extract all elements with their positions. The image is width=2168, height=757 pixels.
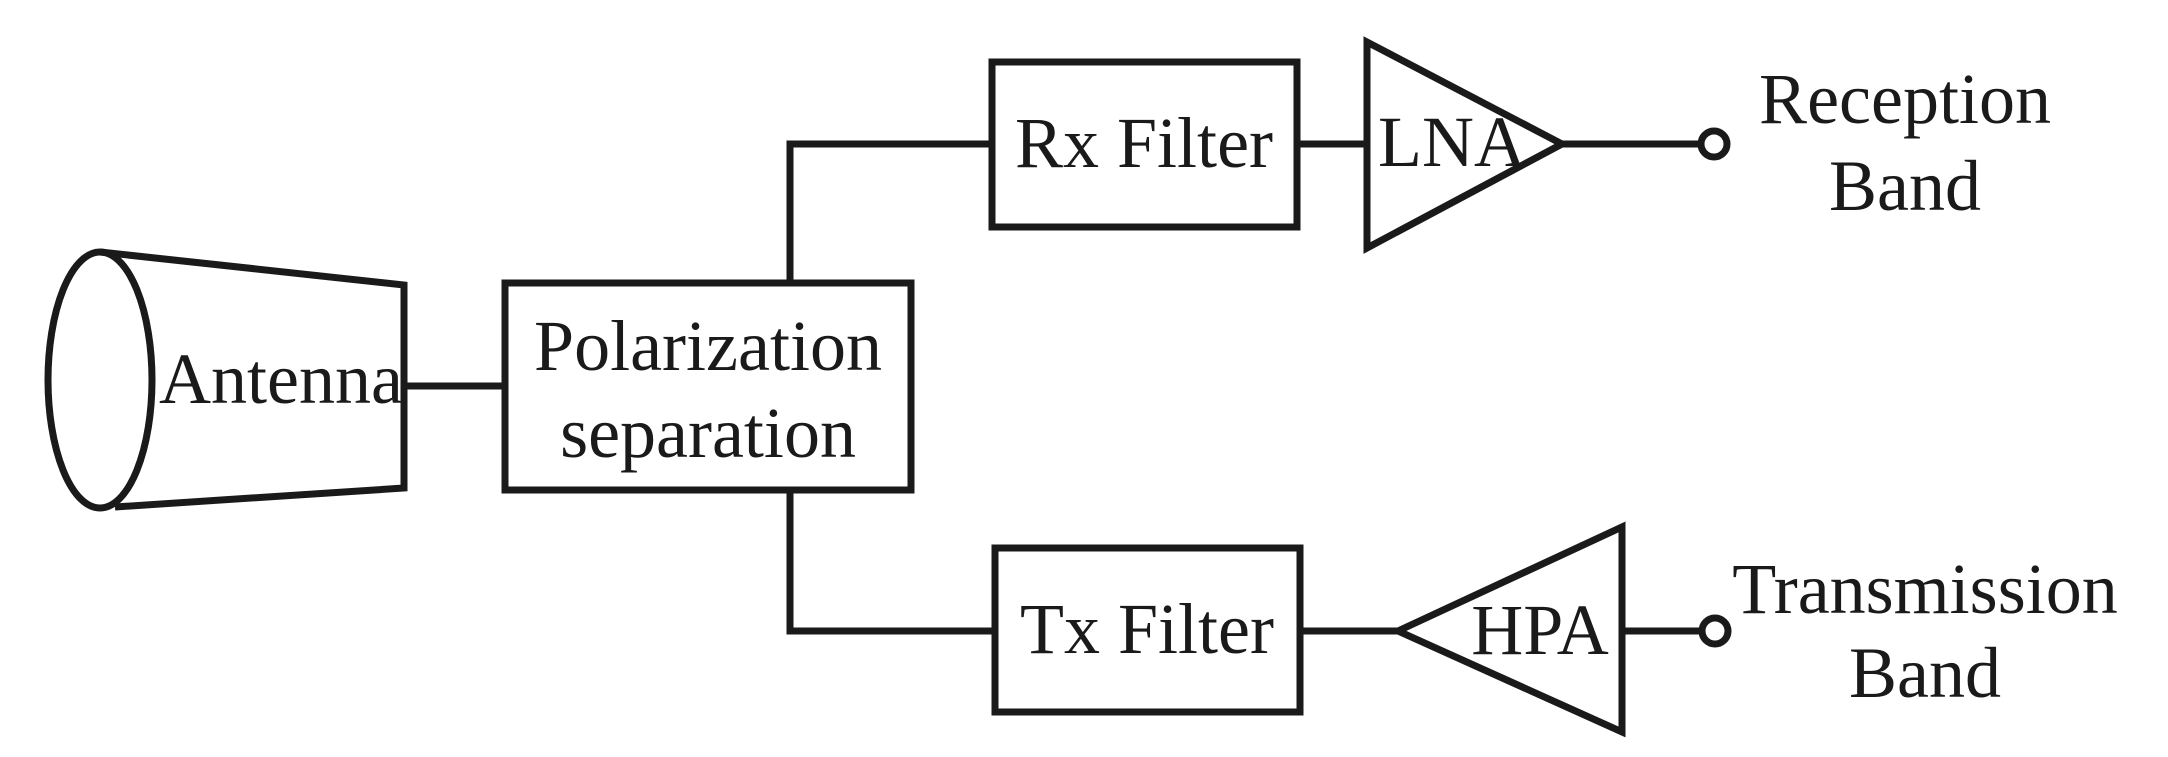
polarization-label-line2: separation: [560, 393, 856, 473]
polarization-to-tx-filter-line: [786, 490, 995, 635]
diagram-labels: Antenna Polarization separation Rx Filte…: [159, 59, 2118, 713]
rx-filter-label: Rx Filter: [1015, 103, 1273, 183]
reception-band-label-line2: Band: [1829, 146, 1981, 226]
diagram-strokes: [44, 36, 1732, 738]
polarization-label-line1: Polarization: [534, 306, 882, 386]
tx-filter-label: Tx Filter: [1020, 589, 1274, 669]
reception-terminal-circle: [1697, 127, 1731, 161]
reception-band-label-line1: Reception: [1759, 59, 2051, 139]
transmission-band-label-line2: Band: [1849, 633, 2001, 713]
polarization-separation-box: [501, 279, 915, 494]
lna-label: LNA: [1378, 102, 1526, 182]
transmission-terminal-circle: [1698, 614, 1732, 648]
antenna-aperture-ellipse: [44, 248, 156, 512]
lna-amplifier-triangle: [1363, 36, 1570, 254]
hpa-label: HPA: [1471, 590, 1608, 670]
transmission-band-label-line1: Transmission: [1732, 549, 2117, 629]
polarization-to-rx-filter-line: [786, 140, 992, 283]
antenna-label: Antenna: [159, 339, 403, 419]
